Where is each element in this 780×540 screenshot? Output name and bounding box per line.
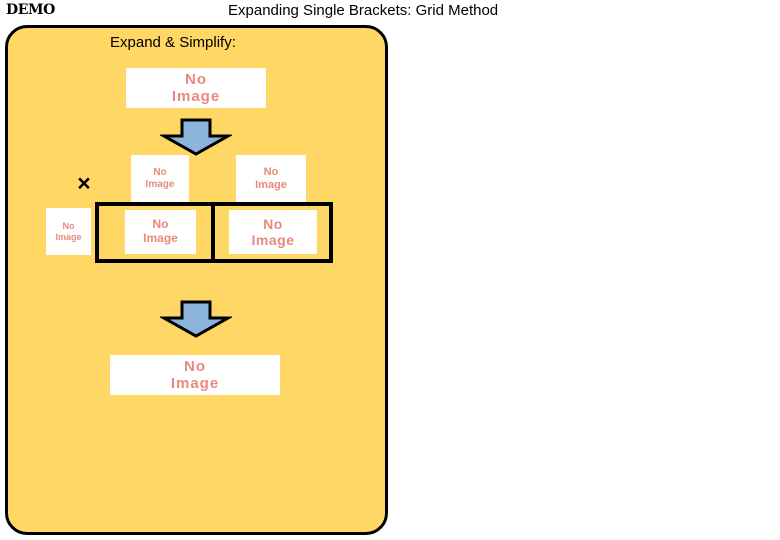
multiply-sign-icon: × xyxy=(77,170,91,196)
grid-cell-1 xyxy=(99,206,216,259)
content-panel xyxy=(5,25,388,535)
demo-label: DEMO xyxy=(6,2,55,18)
grid-row-header-image-1: No Image xyxy=(46,208,91,255)
grid-column-header-image-1: No Image xyxy=(131,155,189,202)
slide-header: DEMO Expanding Single Brackets: Grid Met… xyxy=(0,0,780,24)
grid-column-header-image-2: No Image xyxy=(236,155,306,202)
grid-table xyxy=(95,202,333,263)
arrow-down-icon xyxy=(158,118,234,156)
grid-cell-image-2: No Image xyxy=(229,210,317,254)
page-title: Expanding Single Brackets: Grid Method xyxy=(228,2,499,19)
expand-simplify-heading: Expand & Simplify: xyxy=(110,34,236,51)
answer-expression-image: No Image xyxy=(110,355,280,395)
grid-cell-image-1: No Image xyxy=(125,210,196,254)
question-expression-image: No Image xyxy=(126,68,266,108)
arrow-down-icon xyxy=(158,300,234,338)
